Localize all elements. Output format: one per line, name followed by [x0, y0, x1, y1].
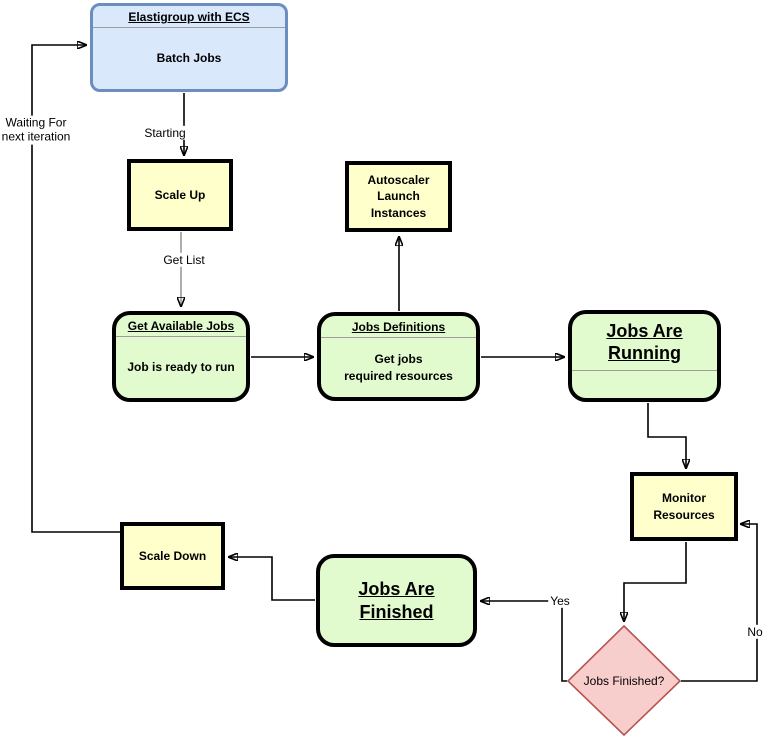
node-scale-up: Scale Up [127, 159, 233, 231]
jobs-finished-diamond [566, 624, 682, 737]
edge-yes [481, 601, 567, 682]
scale-up-label: Scale Up [154, 187, 206, 202]
jobs-are-running-title: Jobs Are Running [606, 320, 683, 364]
edge-label-starting: Starting [142, 125, 188, 141]
edge-no [681, 524, 758, 682]
edge-finished-to-scaledown [229, 557, 315, 601]
elastigroup-divider [93, 27, 285, 28]
elastigroup-title: Elastigroup with ECS [128, 10, 250, 24]
jobs-finished-decision-label: Jobs Finished? [583, 673, 665, 688]
monitor-resources-label: Monitor Resources [653, 491, 715, 522]
node-jobs-are-running: Jobs Are Running [568, 310, 721, 402]
jobs-are-finished-title: Jobs Are Finished [358, 579, 435, 622]
edge-waiting-loop [31, 45, 120, 533]
jobs-are-running-body [572, 371, 717, 398]
jobs-definitions-body: Get jobs required resources [344, 352, 453, 383]
jobs-definitions-title: Jobs Definitions [351, 320, 446, 334]
edge-monitor-to-decision [624, 542, 687, 621]
edge-label-no: No [745, 624, 765, 640]
edge-label-get-list: Get List [161, 252, 207, 268]
edge-label-yes: Yes [548, 593, 572, 609]
autoscaler-label: Autoscaler Launch Instances [367, 173, 430, 220]
node-autoscaler: Autoscaler Launch Instances [345, 161, 452, 232]
node-scale-down: Scale Down [120, 522, 225, 590]
node-jobs-are-finished: Jobs Are Finished [316, 554, 477, 647]
elastigroup-body: Batch Jobs [156, 51, 222, 66]
get-available-jobs-body: Job is ready to run [127, 360, 235, 375]
node-get-available-jobs: Get Available Jobs Job is ready to run [112, 311, 250, 402]
node-elastigroup: Elastigroup with ECS Batch Jobs [90, 3, 288, 92]
node-monitor-resources: Monitor Resources [630, 472, 738, 541]
jobs-definitions-divider [321, 337, 476, 338]
edge-running-to-monitor [647, 403, 686, 468]
node-jobs-definitions: Jobs Definitions Get jobs required resou… [317, 312, 480, 401]
get-available-jobs-title: Get Available Jobs [127, 319, 235, 333]
edge-label-waiting: Waiting For next iteration [0, 115, 73, 145]
jobs-are-running-divider [572, 370, 717, 371]
scale-down-label: Scale Down [138, 548, 207, 563]
get-available-jobs-divider [116, 336, 246, 337]
